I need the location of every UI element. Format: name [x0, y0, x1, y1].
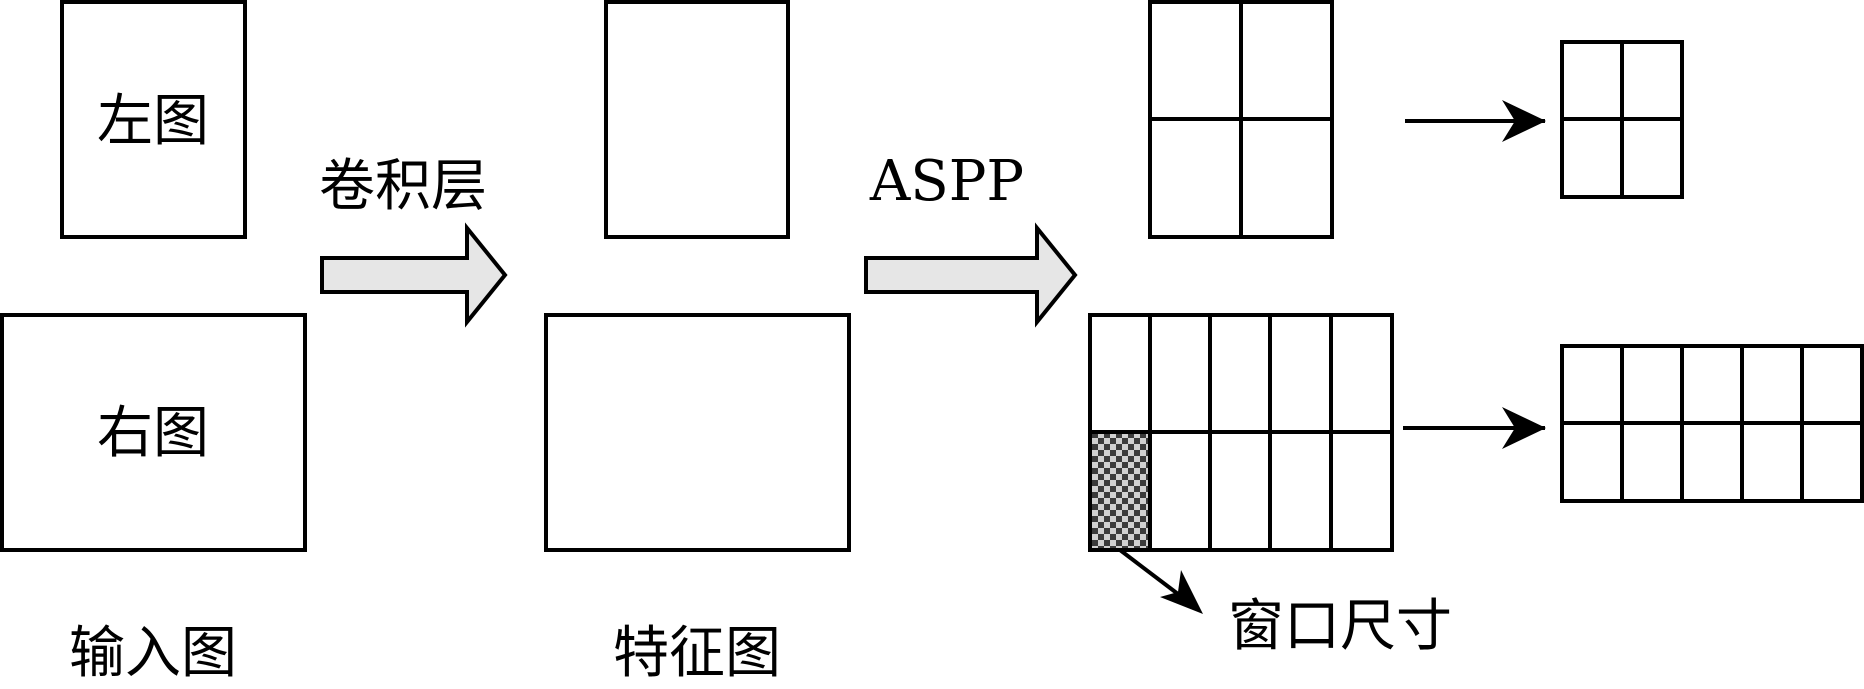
input-image-caption: 输入图	[69, 621, 237, 686]
aspp-label: ASPP	[869, 149, 1024, 214]
right-feature-map-box	[544, 313, 851, 552]
conv-arrow-icon	[320, 222, 508, 328]
window-pointer-line	[1118, 548, 1180, 596]
conv-layer-label: 卷积层	[319, 154, 487, 219]
window-cell	[1090, 432, 1152, 550]
bottom-output-grid	[1560, 344, 1864, 503]
left-image-box	[60, 0, 247, 239]
top-pooling-grid	[1148, 0, 1334, 239]
left-image-label: 左图	[97, 89, 209, 154]
bottom-output-arrow-icon	[1502, 407, 1546, 449]
feature-map-caption: 特征图	[613, 621, 781, 686]
bottom-pooling-grid	[1088, 313, 1394, 552]
right-image-box	[0, 313, 307, 552]
aspp-arrow-icon	[864, 222, 1078, 328]
left-feature-map-box	[604, 0, 790, 239]
window-size-label: 窗口尺寸	[1228, 594, 1452, 659]
window-pointer-arrow-icon	[1160, 570, 1203, 614]
top-output-arrow-icon	[1502, 100, 1546, 142]
top-output-grid	[1560, 40, 1684, 199]
right-image-label: 右图	[97, 401, 209, 466]
